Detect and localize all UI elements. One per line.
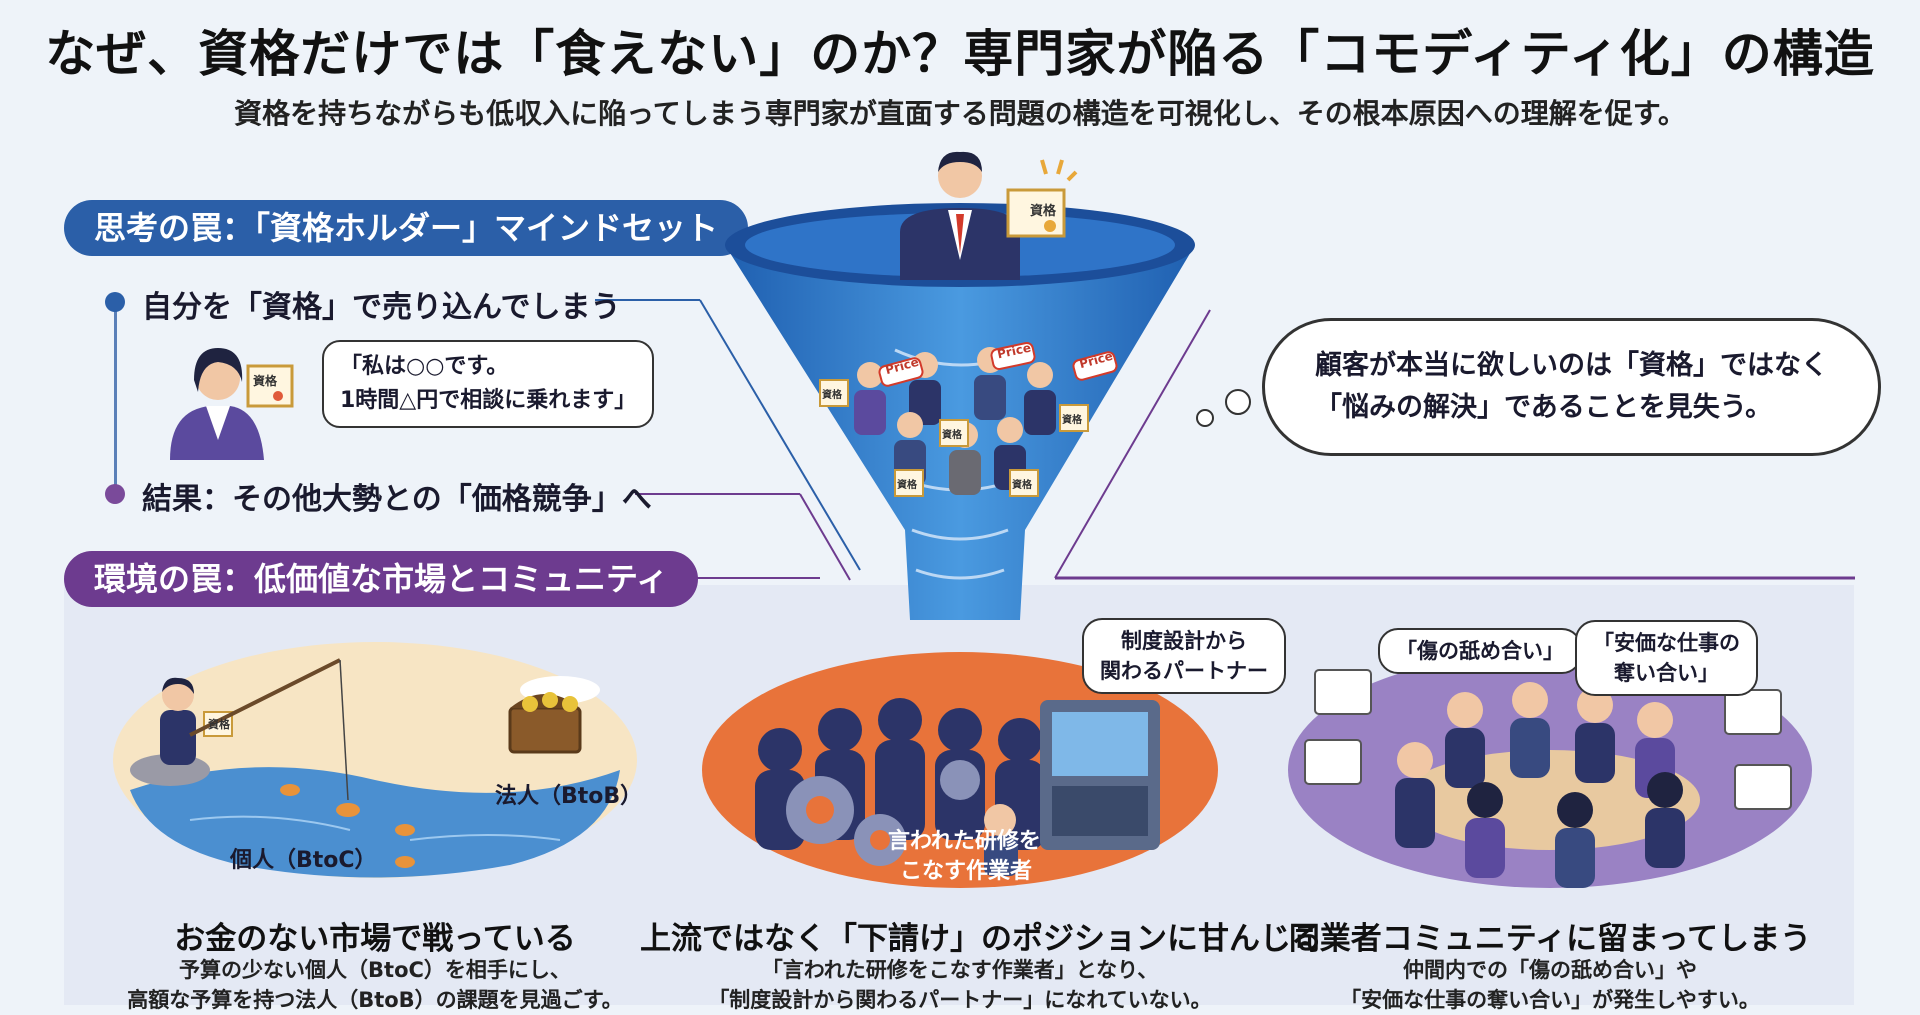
customer-need-thought-bubble: 顧客が本当に欲しいのは「資格」ではなく 「悩みの解決」であることを見失う。: [1262, 318, 1881, 456]
position-caption-line-2: 「制度設計から関わるパートナー」になれていない。: [708, 988, 1212, 1012]
mindset-timeline: [114, 300, 117, 495]
funnel-certificate-label: 資格: [1030, 204, 1057, 219]
page-title: なぜ、資格だけでは「食えない」のか？専門家が陥る「コモディティ化」の構造: [45, 25, 1875, 83]
position-caption-text: 「言われた研修をこなす作業者」となり、 「制度設計から関わるパートナー」になれて…: [640, 955, 1280, 1015]
worker-overlay-label-2: こなす作業者: [900, 859, 1033, 884]
funnel-card-label-1: 資格: [822, 390, 842, 401]
environment-heading: 環境の罠：低価値な市場とコミュニティ: [64, 551, 699, 607]
consolation-bubble-text: 「傷の舐め合い」: [1396, 639, 1564, 663]
partner-bubble-line-2: 関わるパートナー: [1100, 659, 1268, 683]
thought-line-2: 「悩みの解決」であることを見失う。: [1315, 392, 1773, 423]
position-caption-title: 上流ではなく「下請け」のポジションに甘んじる: [640, 921, 1322, 957]
bullet-dot-blue: [105, 292, 125, 312]
funnel-card-label-5: 資格: [1062, 415, 1082, 426]
partner-speech-bubble: 制度設計から 関わるパートナー: [1082, 618, 1286, 694]
fisher-certificate-label: 資格: [208, 718, 230, 731]
subcontractor-position-illustration: [702, 652, 1218, 888]
market-fishing-illustration: [113, 642, 637, 878]
community-caption-line-2: 「安価な仕事の奪い合い」が発生しやすい。: [1340, 988, 1760, 1012]
market-caption-line-1: 予算の少ない個人（BtoC）を相手にし、: [179, 958, 571, 982]
funnel-card-label-4: 資格: [1012, 480, 1032, 491]
woman-with-certificate-illustration: [170, 348, 294, 460]
partner-bubble-line-1: 制度設計から: [1121, 629, 1247, 653]
speech-line-2: 1時間△円で相談に乗れます」: [340, 388, 637, 413]
btob-label: 法人（BtoB）: [495, 784, 643, 809]
community-caption-text: 仲間内での「傷の舐め合い」や 「安価な仕事の奪い合い」が発生しやすい。: [1285, 955, 1815, 1015]
competition-bubble-line-2: 奪い合い」: [1614, 661, 1719, 685]
market-caption-title: お金のない市場で戦っている: [174, 921, 576, 957]
mindset-point-1: 自分を「資格」で売り込んでしまう: [142, 290, 621, 325]
funnel-card-label-2: 資格: [942, 430, 962, 441]
market-caption-text: 予算の少ない個人（BtoC）を相手にし、 高額な予算を持つ法人（BtoB）の課題…: [110, 955, 640, 1015]
thought-line-1: 顧客が本当に欲しいのは「資格」ではなく: [1315, 350, 1828, 381]
worker-overlay-label-1: 言われた研修を: [888, 829, 1041, 854]
btoc-label: 個人（BtoC）: [230, 848, 377, 873]
competition-bubble-line-1: 「安価な仕事の: [1593, 631, 1740, 655]
speech-line-1: 「私は○○です。: [340, 354, 509, 379]
bullet-dot-purple: [105, 484, 125, 504]
position-caption-line-1: 「言われた研修をこなす作業者」となり、: [761, 958, 1159, 982]
competition-speech-bubble: 「安価な仕事の 奪い合い」: [1575, 620, 1758, 696]
consolation-speech-bubble: 「傷の舐め合い」: [1378, 628, 1582, 674]
mindset-point-2: 結果：その他大勢との「価格競争」へ: [142, 482, 652, 517]
mindset-heading: 思考の罠：「資格ホルダー」マインドセット: [64, 200, 749, 256]
commodity-funnel-illustration: [725, 151, 1195, 620]
woman-certificate-label: 資格: [253, 374, 278, 388]
self-intro-speech-bubble: 「私は○○です。 1時間△円で相談に乗れます」: [322, 340, 655, 428]
page-subtitle: 資格を持ちながらも低収入に陥ってしまう専門家が直面する問題の構造を可視化し、その…: [234, 97, 1686, 130]
market-caption-line-2: 高額な予算を持つ法人（BtoB）の課題を見過ごす。: [127, 988, 623, 1012]
funnel-card-label-3: 資格: [897, 480, 917, 491]
peer-community-illustration: [1288, 652, 1812, 888]
community-caption-line-1: 仲間内での「傷の舐め合い」や: [1403, 958, 1697, 982]
community-caption-title: 同業者コミュニティに留まってしまう: [1288, 921, 1812, 957]
